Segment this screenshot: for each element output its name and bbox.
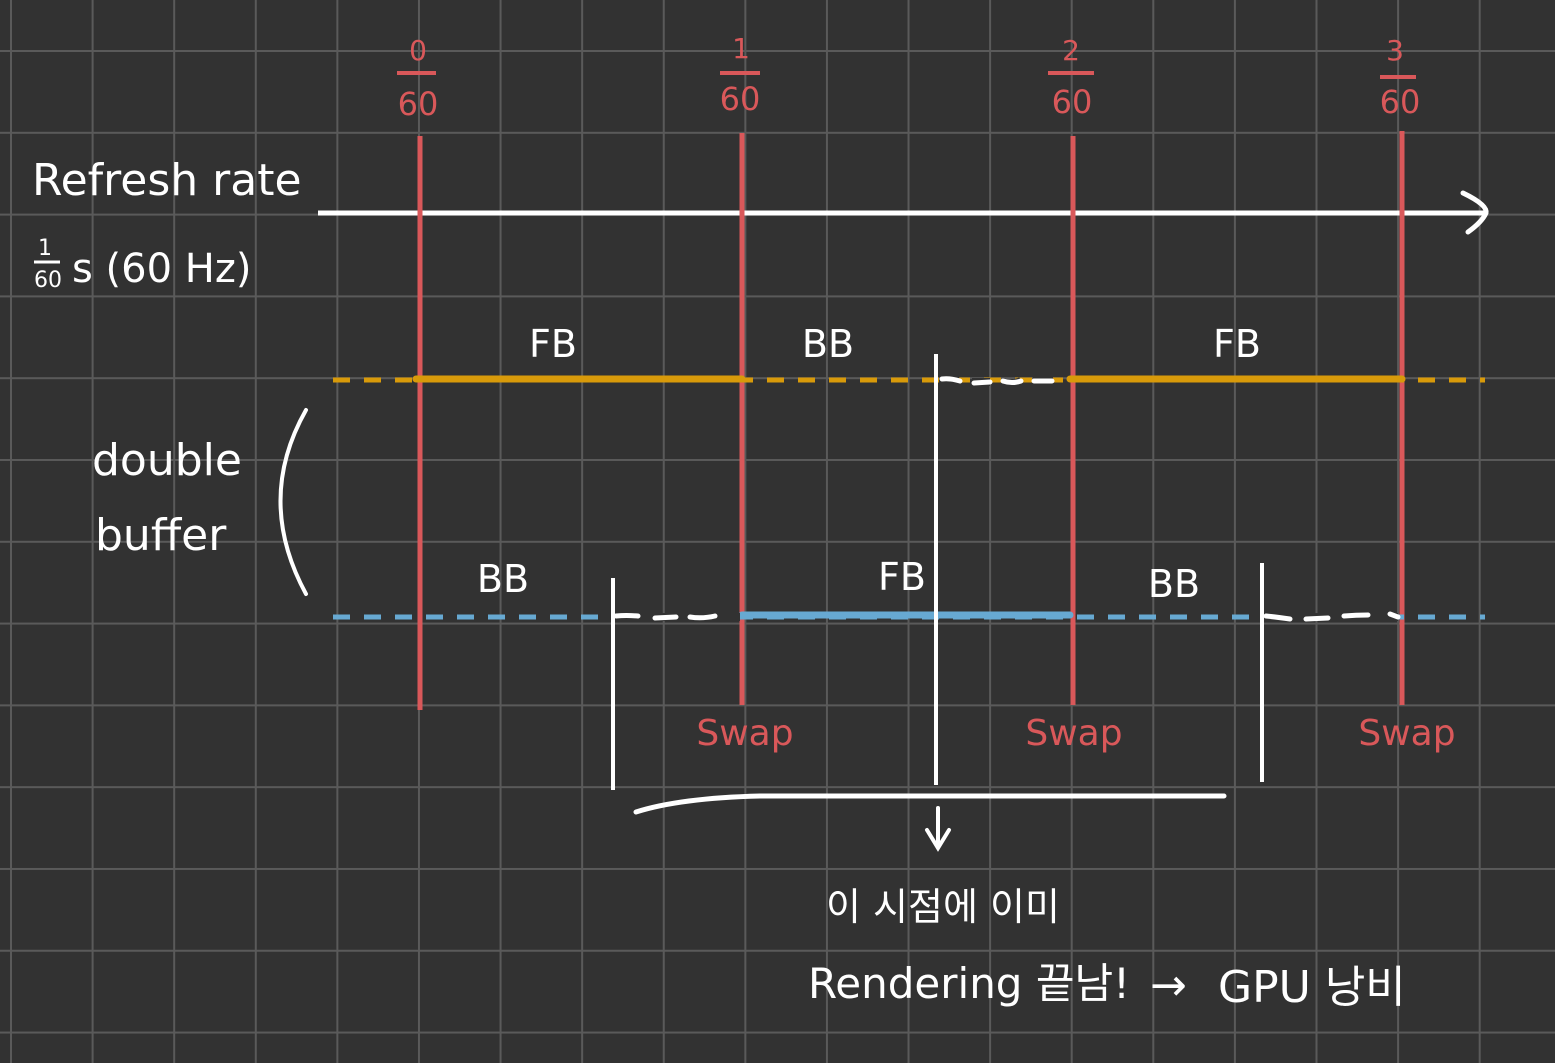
tick-2-numerator: 2: [1062, 34, 1080, 67]
bottom-buffer-idle-dashes-2: [1263, 611, 1401, 622]
buffer-label: buffer: [95, 510, 227, 561]
down-arrow-icon: [925, 828, 951, 852]
bottom-buffer-idle-dashes-1: [613, 613, 718, 621]
refresh-ticks: 0 60 1 60 2 60 3 60: [397, 32, 1420, 710]
top-segment-label-2: BB: [802, 322, 854, 366]
period-label: 1 60 s (60 Hz): [34, 236, 251, 293]
swap-label-1: Swap: [696, 713, 793, 754]
top-segment-label-1: FB: [529, 322, 577, 366]
annotation-line-2: Rendering 끝남!: [808, 959, 1130, 1008]
period-rest: s (60 Hz): [72, 246, 251, 292]
annotation-line-3: GPU 낭비: [1218, 962, 1406, 1013]
swap-label-3: Swap: [1358, 713, 1455, 754]
underbrace: [633, 793, 1227, 815]
right-arrow-icon: →: [1150, 960, 1187, 1011]
top-segment-label-3: FB: [1213, 322, 1261, 366]
buffer-row-top: FB BB FB: [333, 322, 1485, 388]
swap-label-2: Swap: [1025, 713, 1122, 754]
tick-2: 2 60: [1048, 34, 1094, 705]
tick-0-denominator: 60: [398, 85, 439, 123]
brace-bracket: [278, 408, 308, 596]
tick-3: 3 60: [1380, 34, 1421, 705]
tick-1: 1 60: [720, 32, 761, 705]
refresh-rate-label: Refresh rate: [32, 155, 302, 206]
buffer-row-bottom: BB FB BB: [333, 555, 1485, 622]
tick-0-numerator: 0: [409, 34, 427, 67]
period-denominator: 60: [34, 268, 62, 293]
tick-3-numerator: 3: [1386, 34, 1404, 67]
bottom-segment-label-2: FB: [878, 555, 926, 599]
tick-1-numerator: 1: [732, 32, 750, 65]
tick-3-denominator: 60: [1380, 83, 1421, 121]
tick-1-denominator: 60: [720, 80, 761, 118]
double-label: double: [92, 435, 242, 486]
time-axis-arrowhead: [1460, 190, 1489, 235]
period-numerator: 1: [38, 236, 52, 261]
tick-2-denominator: 60: [1052, 83, 1093, 121]
tick-0: 0 60: [397, 34, 438, 710]
top-buffer-idle-dashes: [939, 376, 1055, 386]
annotation-line-1: 이 시점에 이미: [826, 885, 1060, 929]
bottom-segment-label-1: BB: [477, 557, 529, 601]
bottom-segment-label-3: BB: [1148, 562, 1200, 606]
